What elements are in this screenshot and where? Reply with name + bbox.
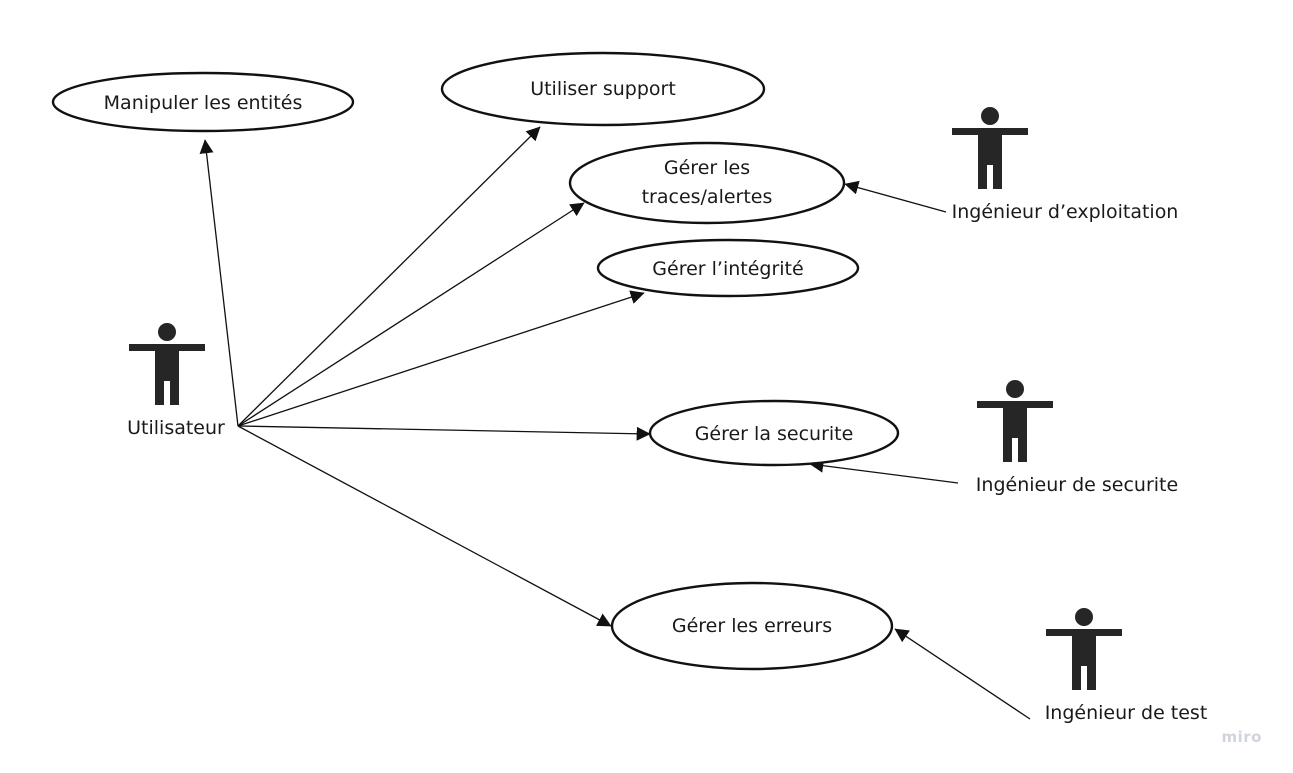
use-case-traces[interactable]: Gérer les traces/alertes (568, 141, 846, 225)
association-test-erreurs[interactable] (894, 628, 1031, 720)
actor-icon (1046, 608, 1122, 690)
association-utilisateur-integrite[interactable] (237, 290, 645, 427)
association-utilisateur-erreurs[interactable] (237, 425, 612, 627)
association-utilisateur-securite[interactable] (237, 425, 651, 441)
use-case-manipuler-label: Manipuler les entités (104, 92, 303, 114)
use-case-manipuler[interactable]: Manipuler les entités (51, 71, 355, 133)
use-case-integrite[interactable]: Gérer l’intégrité (596, 238, 860, 298)
association-utilisateur-traces[interactable] (237, 202, 585, 427)
actor-securite-label: Ingénieur de securite (976, 474, 1178, 496)
actor-icon (977, 380, 1053, 462)
association-utilisateur-support[interactable] (237, 126, 541, 427)
use-case-securite-label: Gérer la securite (695, 423, 854, 445)
association-utilisateur-manipuler[interactable] (199, 139, 239, 427)
use-case-erreurs[interactable]: Gérer les erreurs (610, 581, 894, 671)
actor-exploitation-label: Ingénieur d’exploitation (952, 201, 1179, 223)
use-case-integrite-label: Gérer l’intégrité (652, 258, 803, 280)
miro-watermark: miro (1222, 728, 1262, 746)
use-case-support[interactable]: Utiliser support (440, 51, 766, 127)
actor-utilisateur-label: Utilisateur (127, 417, 225, 439)
actor-ingenieur-test[interactable]: Ingénieur de test (1045, 608, 1208, 724)
actor-utilisateur[interactable]: Utilisateur (127, 323, 225, 439)
associations (199, 126, 1031, 720)
actor-ingenieur-securite[interactable]: Ingénieur de securite (976, 380, 1178, 496)
use-case-support-label: Utiliser support (530, 78, 676, 100)
association-exploitation-traces[interactable] (844, 180, 947, 213)
use-case-traces-label-line1: Gérer les (664, 157, 750, 179)
use-case-securite[interactable]: Gérer la securite (648, 399, 900, 467)
actor-ingenieur-exploitation[interactable]: Ingénieur d’exploitation (952, 107, 1179, 223)
association-securite-securite[interactable] (809, 458, 959, 484)
actor-test-label: Ingénieur de test (1045, 702, 1208, 724)
actor-icon (952, 107, 1028, 189)
actor-icon (129, 323, 205, 405)
use-case-traces-label-line2: traces/alertes (642, 186, 773, 208)
use-case-erreurs-label: Gérer les erreurs (672, 615, 832, 637)
